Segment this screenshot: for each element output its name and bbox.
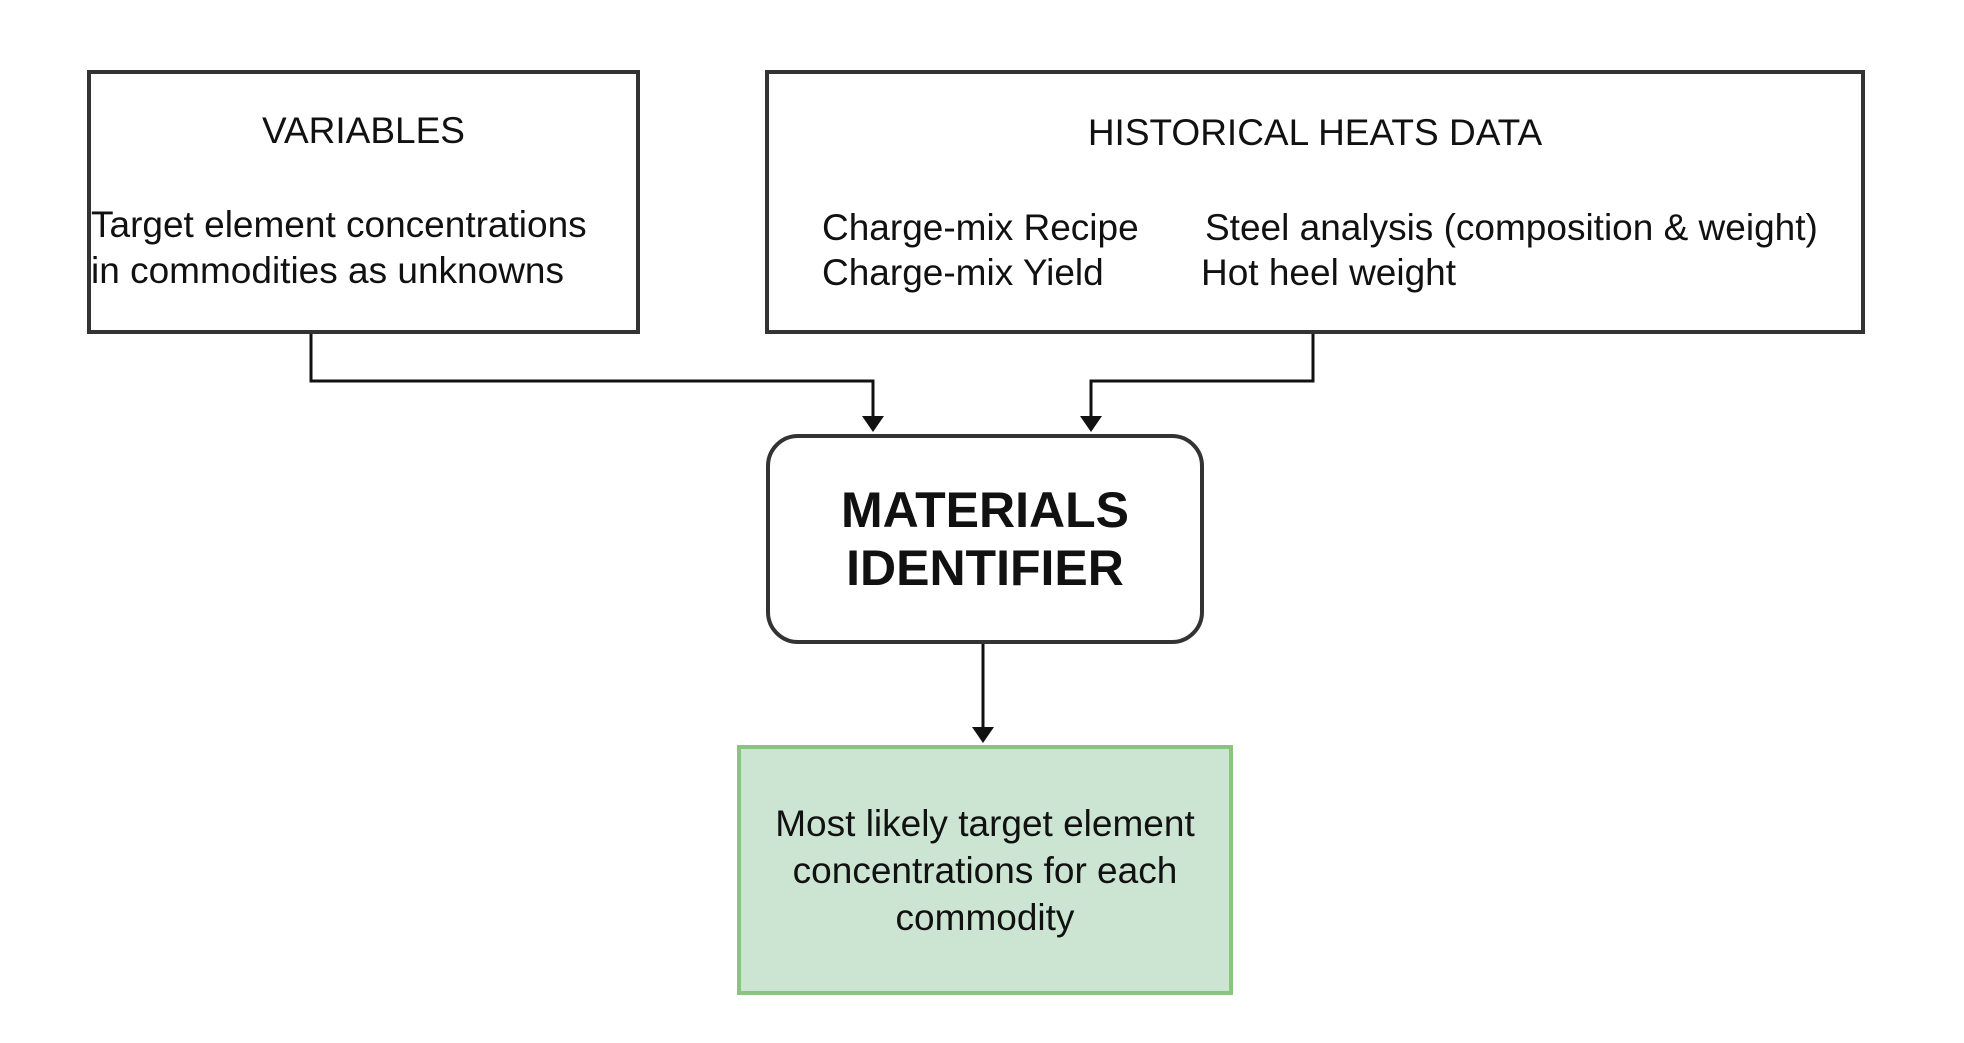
charge-mix-yield-label: Charge-mix Yield [822, 252, 1104, 293]
identifier-line-2: IDENTIFIER [846, 540, 1124, 596]
output-box: Most likely target element concentration… [737, 745, 1233, 995]
variables-to-identifier-connector [309, 334, 875, 420]
historical-arrowhead [1080, 416, 1102, 432]
materials-identifier-box: MATERIALS IDENTIFIER [766, 434, 1204, 644]
variables-line-1: Target element concentrations [91, 204, 587, 245]
output-line-2: concentrations for each [792, 849, 1178, 891]
variables-box: VARIABLES Target element concentrations … [87, 70, 640, 334]
variables-line-2: in commodities as unknowns [91, 250, 564, 291]
historical-to-identifier-connector [1089, 334, 1315, 420]
variables-arrowhead [862, 416, 884, 432]
materials-identifier-label: MATERIALS IDENTIFIER [841, 481, 1129, 597]
output-label: Most likely target element concentration… [775, 800, 1195, 941]
output-line-1: Most likely target element [775, 802, 1195, 844]
output-line-3: commodity [895, 896, 1075, 938]
identifier-line-1: MATERIALS [841, 482, 1129, 538]
steel-analysis-label: Steel analysis (composition & weight) [1205, 207, 1818, 248]
variables-title: VARIABLES [262, 110, 465, 151]
output-arrowhead [972, 727, 994, 743]
historical-title: HISTORICAL HEATS DATA [1087, 112, 1543, 153]
charge-mix-recipe-label: Charge-mix Recipe [822, 207, 1139, 248]
historical-heats-box: HISTORICAL HEATS DATA Charge-mix Recipe … [765, 70, 1865, 334]
hot-heel-weight-label: Hot heel weight [1201, 252, 1457, 293]
